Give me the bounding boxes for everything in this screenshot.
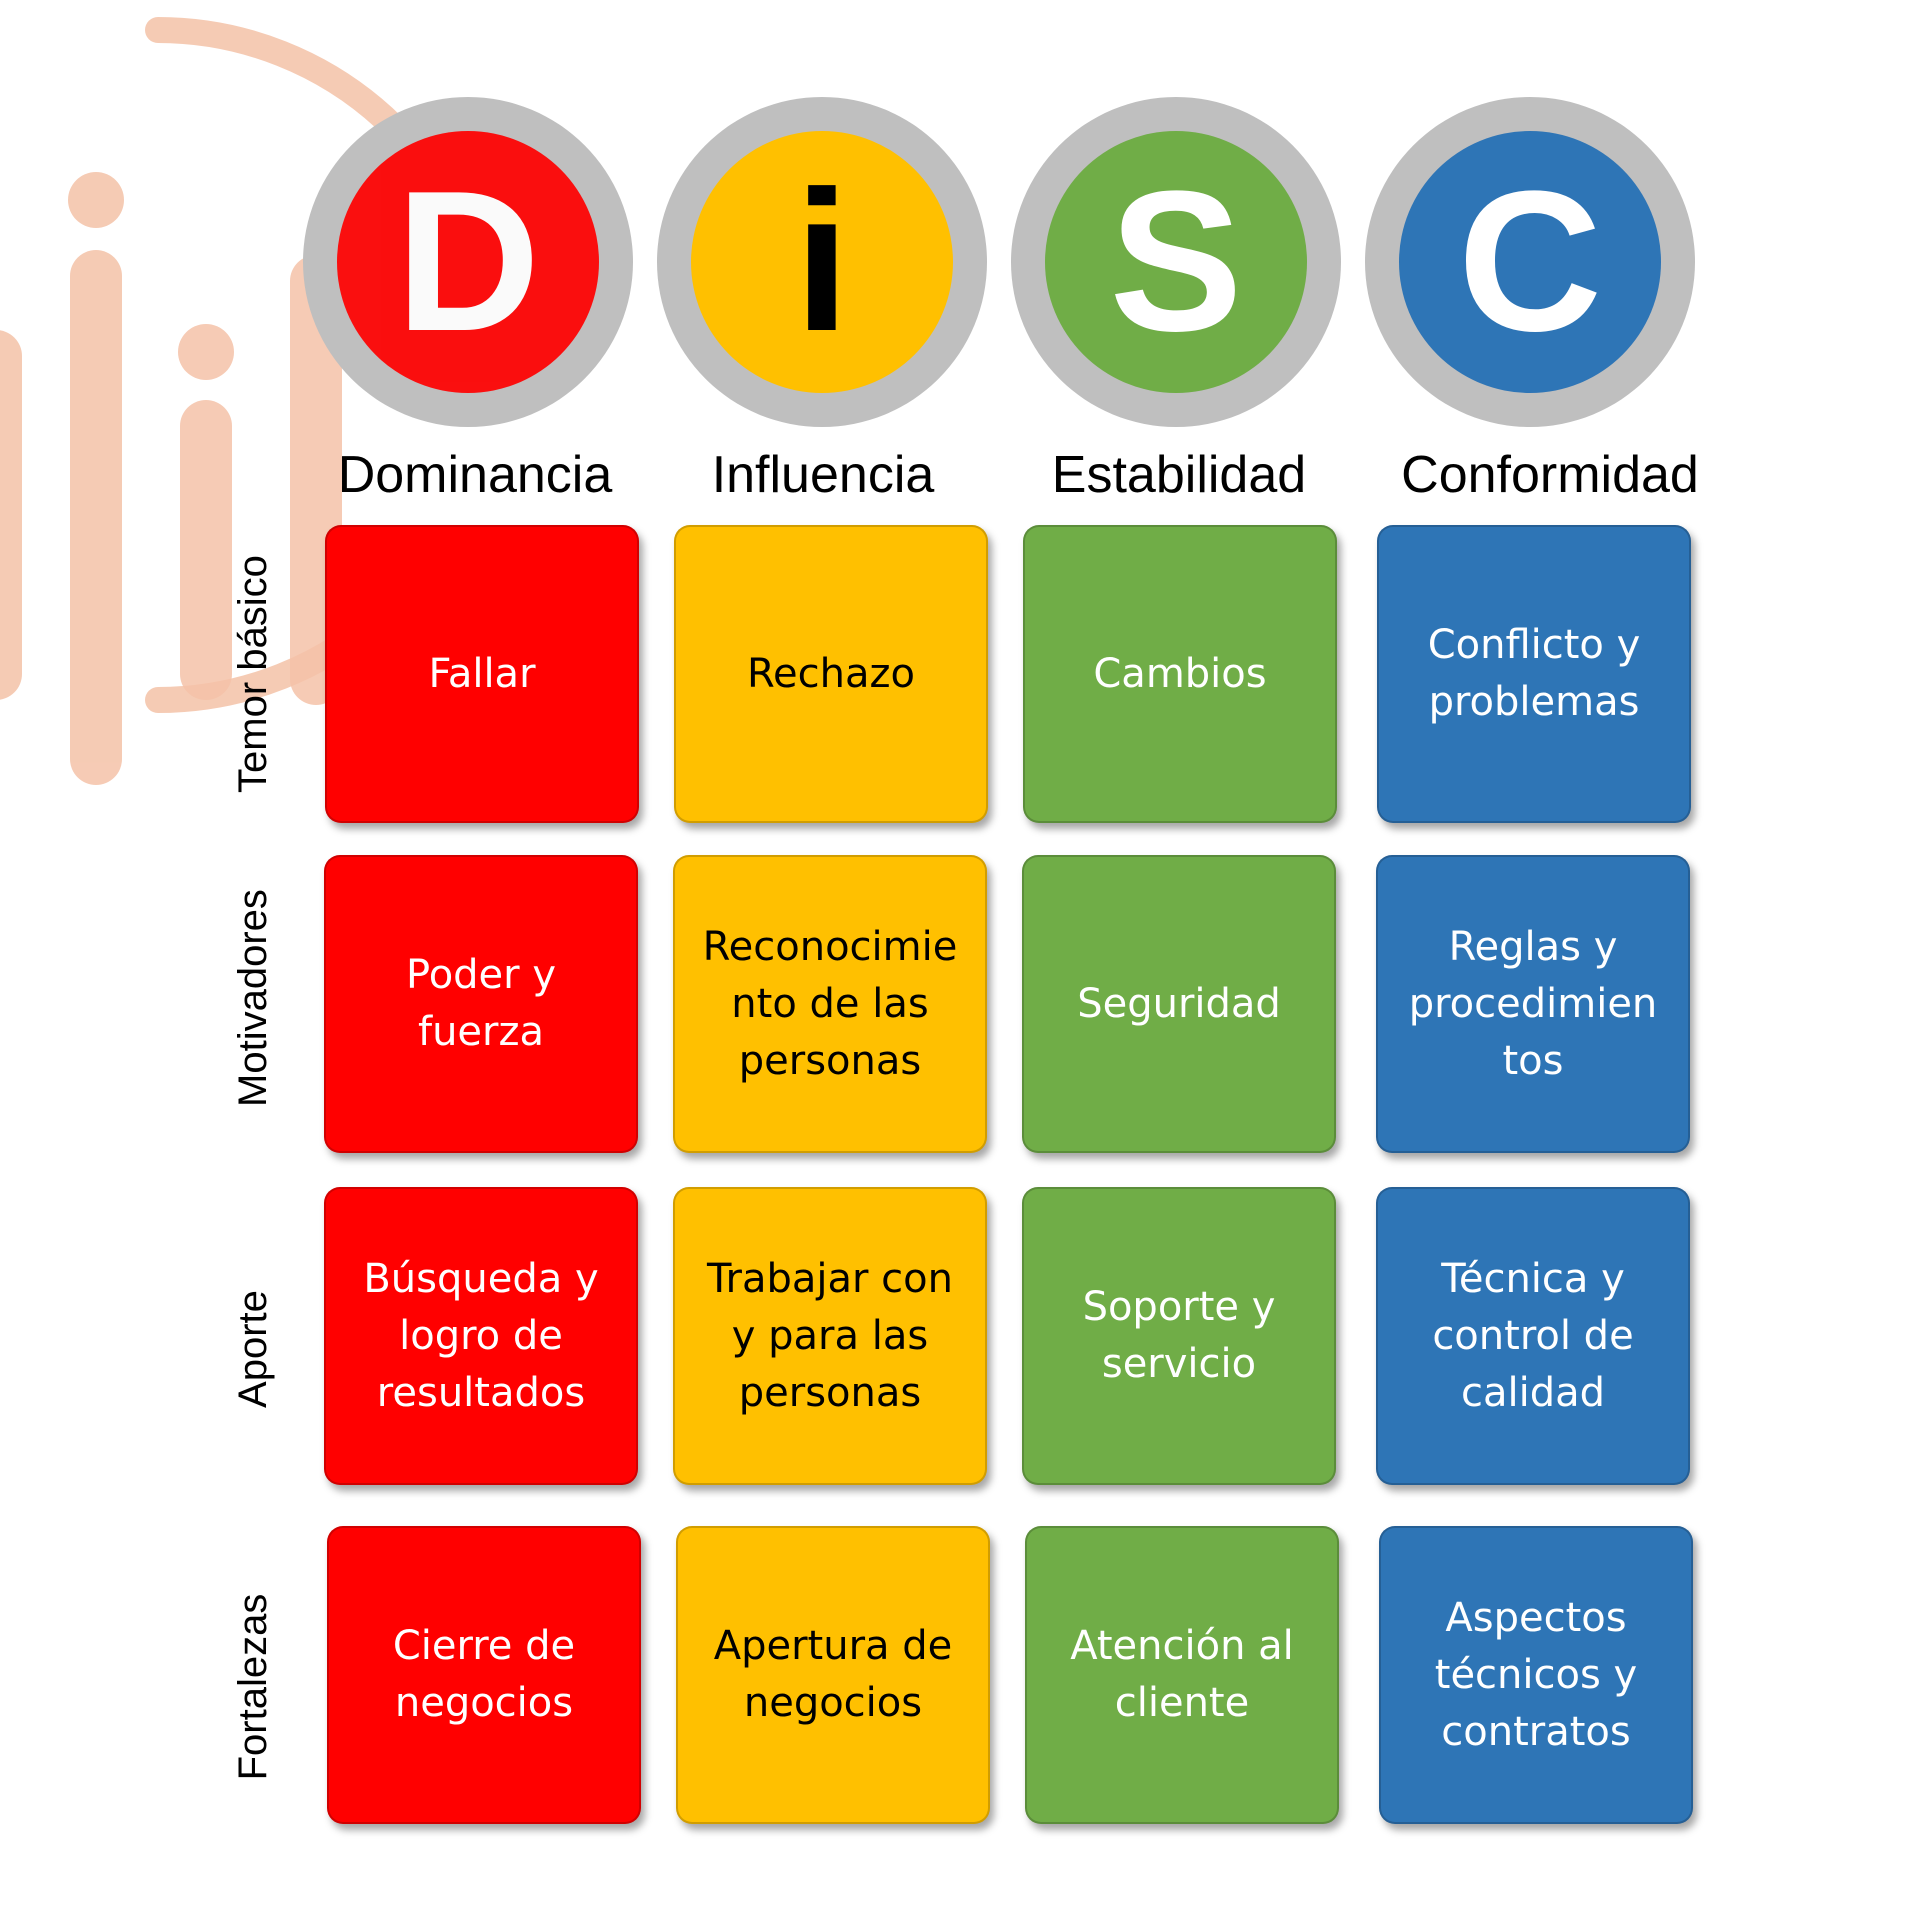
cell-text: Búsqueda y logro de resultados — [363, 1255, 599, 1416]
cell-aporte-dominancia: Búsqueda y logro de resultados — [324, 1187, 638, 1485]
cell-fortalezas-dominancia: Cierre de negocios — [327, 1526, 641, 1824]
badge-c-circle: C — [1399, 131, 1661, 393]
cell-motivadores-conformidad: Reglas y procedimien tos — [1376, 855, 1690, 1153]
cell-text: Seguridad — [1077, 980, 1281, 1027]
cell-motivadores-dominancia: Poder y fuerza — [324, 855, 638, 1153]
cell-text: Cierre de negocios — [392, 1623, 576, 1726]
column-header-influencia: Influencia — [711, 446, 935, 504]
cell-aporte-influencia: Trabajar con y para las personas — [673, 1187, 987, 1485]
badge-c: C — [1365, 97, 1695, 427]
cell-fortalezas-influencia: Apertura de negocios — [676, 1526, 990, 1824]
cell-aporte-estabilidad: Soporte y servicio — [1022, 1187, 1336, 1485]
badge-i-letter: i — [794, 150, 850, 373]
cell-text: Apertura de negocios — [713, 1623, 953, 1726]
cell-aporte-conformidad: Técnica y control de calidad — [1376, 1187, 1690, 1485]
column-header-dominancia: Dominancia — [337, 446, 613, 504]
badge-s-letter: S — [1109, 150, 1243, 373]
cell-text: Cambios — [1093, 650, 1267, 697]
cell-text: Poder y fuerza — [406, 952, 556, 1055]
badge-i: i — [657, 97, 987, 427]
badge-d-circle: D — [337, 131, 599, 393]
row-label-temor-basico: Temor básico — [231, 555, 275, 793]
row-label-aporte: Aporte — [231, 1290, 275, 1408]
badge-d-letter: D — [395, 150, 541, 373]
cell-motivadores-influencia: Reconocimie nto de las personas — [673, 855, 987, 1153]
cell-text: Trabajar con y para las personas — [706, 1255, 953, 1416]
badge-c-letter: C — [1457, 150, 1603, 373]
column-header-conformidad: Conformidad — [1401, 446, 1699, 504]
row-label-fortalezas: Fortalezas — [231, 1593, 275, 1781]
cell-text: Aspectos técnicos y contratos — [1434, 1594, 1638, 1755]
badge-s: S — [1011, 97, 1341, 427]
row-label-motivadores: Motivadores — [231, 889, 275, 1107]
cell-temor-dominancia: Fallar — [325, 525, 639, 823]
column-header-estabilidad: Estabilidad — [1051, 446, 1307, 504]
cell-temor-estabilidad: Cambios — [1023, 525, 1337, 823]
cell-text: Soporte y servicio — [1082, 1284, 1276, 1387]
cell-text: Rechazo — [747, 650, 915, 697]
badge-i-circle: i — [691, 131, 953, 393]
cell-text: Técnica y control de calidad — [1432, 1255, 1634, 1416]
cell-temor-influencia: Rechazo — [674, 525, 988, 823]
cell-text: Reconocimie nto de las personas — [702, 923, 958, 1084]
cell-text: Atención al cliente — [1070, 1623, 1294, 1726]
badge-s-circle: S — [1045, 131, 1307, 393]
cell-temor-conformidad: Conflicto y problemas — [1377, 525, 1691, 823]
badge-d: D — [303, 97, 633, 427]
cell-fortalezas-estabilidad: Atención al cliente — [1025, 1526, 1339, 1824]
cell-fortalezas-conformidad: Aspectos técnicos y contratos — [1379, 1526, 1693, 1824]
cell-text: Reglas y procedimien tos — [1408, 923, 1658, 1084]
cell-text: Conflicto y problemas — [1427, 622, 1641, 725]
cell-text: Fallar — [428, 650, 536, 697]
cell-motivadores-estabilidad: Seguridad — [1022, 855, 1336, 1153]
